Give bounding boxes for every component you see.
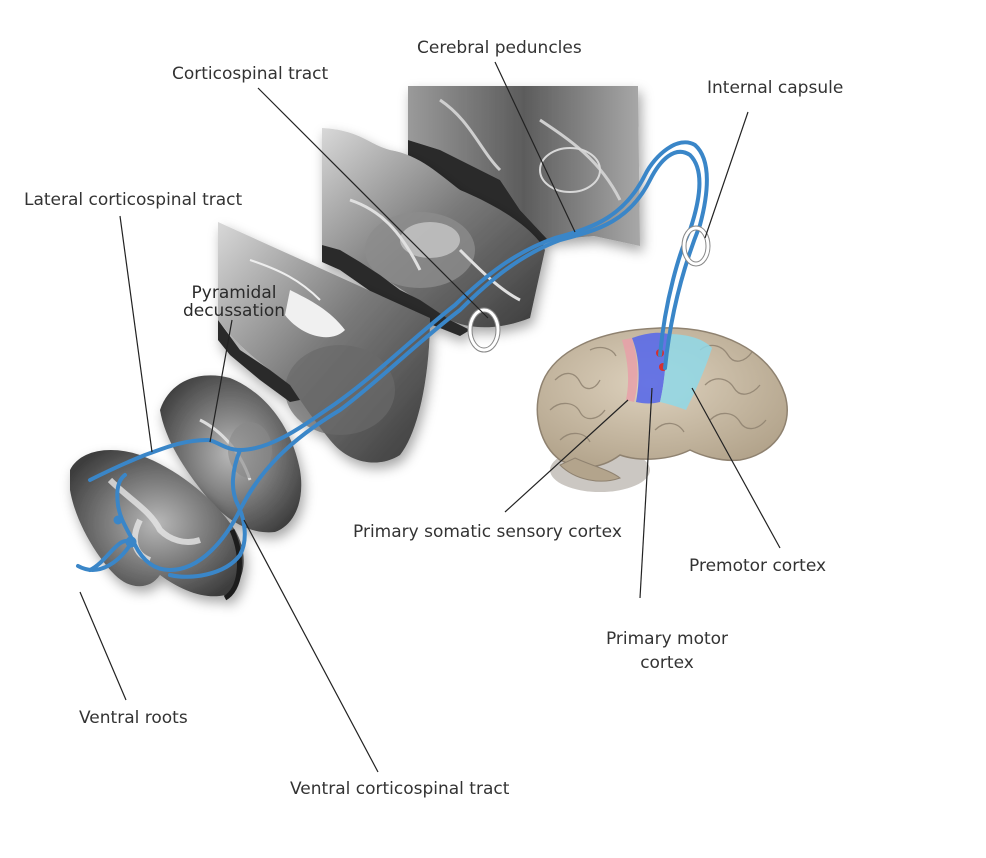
label-corticospinal-tract: Corticospinal tract: [172, 64, 329, 84]
label-primary-motor-cortex-line1: Primary motor: [605, 629, 729, 649]
label-premotor-cortex: Premotor cortex: [689, 556, 827, 576]
label-lateral-corticospinal-tract: Lateral corticospinal tract: [24, 190, 243, 210]
leader-premotor-cortex: [691, 387, 781, 549]
label-pyramidal-decussation: Pyramidal decussation: [174, 284, 294, 320]
label-internal-capsule: Internal capsule: [707, 78, 844, 98]
label-cerebral-peduncles: Cerebral peduncles: [417, 38, 582, 58]
brain-illustration: [536, 327, 788, 492]
leader-primary-somatic-sensory-cortex: [504, 399, 629, 513]
corticospinal-tract-fibers: [76, 140, 709, 579]
label-ventral-roots: Ventral roots: [79, 708, 188, 728]
medulla-slice: [218, 222, 430, 463]
leader-primary-motor-cortex: [639, 387, 653, 599]
leader-lateral-corticospinal-tract: [119, 215, 153, 453]
pons-slice: [322, 128, 545, 336]
label-ventral-corticospinal-tract: Ventral corticospinal tract: [290, 779, 510, 799]
leader-pyramidal-decussation: [209, 319, 233, 443]
tract-rings: [113, 225, 711, 548]
leader-corticospinal-tract: [257, 87, 489, 319]
label-pyramidal-decussation-line2: decussation: [182, 301, 286, 321]
leader-ventral-corticospinal-tract: [243, 519, 379, 773]
sensory-cortex-region: [622, 338, 638, 402]
leader-lines: [79, 61, 781, 773]
leader-internal-capsule: [704, 111, 749, 239]
label-pyramidal-decussation-line1: Pyramidal: [191, 283, 277, 303]
label-primary-motor-cortex-line2: cortex: [640, 653, 694, 673]
leader-ventral-roots: [79, 591, 127, 701]
premotor-cortex-region: [660, 334, 712, 410]
label-primary-motor-cortex: Primary motor cortex: [592, 627, 742, 675]
leader-cerebral-peduncles: [494, 61, 576, 233]
label-primary-somatic-sensory-cortex: Primary somatic sensory cortex: [353, 522, 622, 542]
